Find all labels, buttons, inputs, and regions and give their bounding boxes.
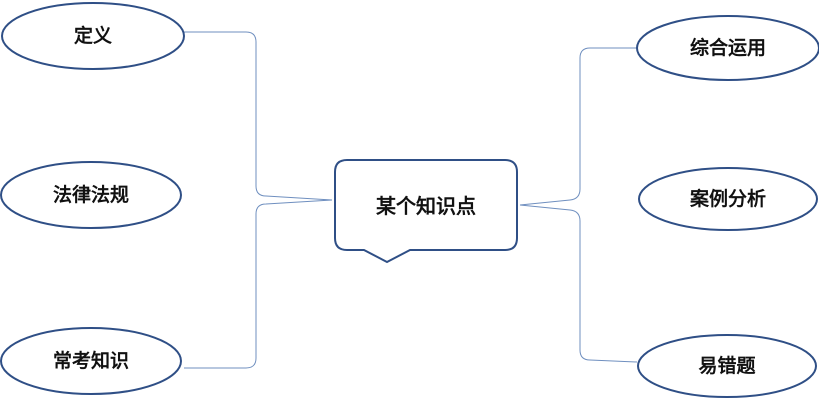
node-case-analysis[interactable]: 案例分析 bbox=[638, 167, 818, 231]
connector-to-laws bbox=[184, 199, 333, 369]
connector-to-case bbox=[519, 204, 638, 363]
node-comprehensive-use[interactable]: 综合运用 bbox=[636, 15, 819, 81]
node-laws-label: 法律法规 bbox=[53, 183, 129, 206]
connector-to-practice bbox=[519, 47, 637, 206]
node-laws[interactable]: 法律法规 bbox=[0, 161, 182, 229]
node-common-knowledge[interactable]: 常考知识 bbox=[0, 327, 182, 395]
connector-to-definition bbox=[184, 31, 333, 201]
node-common-knowledge-shape bbox=[0, 327, 182, 395]
node-case-analysis-label: 案例分析 bbox=[689, 187, 766, 210]
node-definition[interactable]: 定义 bbox=[1, 2, 185, 70]
node-error-prone[interactable]: 易错题 bbox=[637, 334, 817, 398]
node-comprehensive-use-label: 综合运用 bbox=[690, 36, 766, 59]
node-definition-label: 定义 bbox=[74, 24, 112, 47]
node-common-knowledge-label: 常考知识 bbox=[53, 349, 129, 372]
node-case-analysis-shape bbox=[638, 167, 818, 231]
node-comprehensive-use-shape bbox=[636, 15, 819, 81]
connectors bbox=[184, 31, 638, 369]
node-definition-shape bbox=[1, 2, 185, 70]
center-node-label: 某个知识点 bbox=[376, 194, 476, 218]
node-error-prone-label: 易错题 bbox=[698, 354, 755, 377]
center-callout-shape bbox=[334, 159, 518, 264]
node-laws-shape bbox=[0, 161, 182, 229]
center-node[interactable]: 某个知识点 bbox=[334, 159, 518, 264]
node-error-prone-shape bbox=[637, 334, 817, 398]
